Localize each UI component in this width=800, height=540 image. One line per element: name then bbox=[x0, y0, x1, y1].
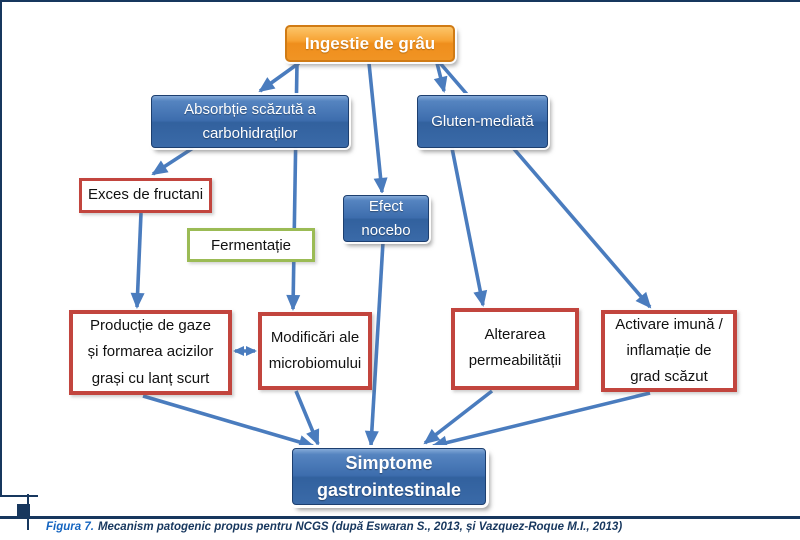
figure-caption-text: Mecanism patogenic propus pentru NCGS (d… bbox=[97, 521, 623, 533]
node-exces-de-fructani: Exces de fructani bbox=[79, 178, 212, 213]
node-productie-de-gaze: Producție de gaze și formarea acizilor g… bbox=[69, 310, 232, 395]
figure-caption-label: Figura 7. bbox=[46, 521, 94, 533]
edge-exces-productie bbox=[130, 212, 145, 309]
figure-caption: Figura 7.Mecanism patogenic propus pentr… bbox=[46, 521, 622, 533]
node-simptome-gastrointestinale: Simptome gastrointestinale bbox=[292, 448, 486, 505]
edge-absorbtie-exces bbox=[151, 146, 194, 176]
node-ingestie-de-grau: Ingestie de grâu bbox=[285, 25, 455, 62]
node-activare-imuna: Activare imună / inflamație de grad scăz… bbox=[601, 310, 737, 392]
border-stub bbox=[0, 495, 38, 497]
edge-productie-simptome bbox=[142, 394, 315, 449]
edge-ingestie-nocebo bbox=[367, 62, 388, 194]
page-border-left bbox=[0, 0, 2, 497]
node-alterarea-permeabilitatii: Alterarea permeabilității bbox=[451, 308, 579, 390]
edge-gluten-alterarea bbox=[450, 147, 488, 307]
edge-alterarea-simptome bbox=[423, 389, 494, 445]
edge-nocebo-simptome bbox=[364, 241, 385, 447]
edge-activare-simptome bbox=[431, 391, 651, 450]
node-fermentatie: Fermentație bbox=[187, 228, 315, 262]
node-absorbtie-scazuta: Absorbție scăzută a carbohidraților bbox=[151, 95, 349, 148]
anchor-square bbox=[17, 504, 30, 517]
edge-ingestie-gluten bbox=[433, 62, 448, 93]
caption-rule bbox=[0, 516, 800, 519]
page-border-top bbox=[0, 0, 800, 2]
node-efect-nocebo: Efect nocebo bbox=[343, 195, 429, 242]
edge-modificari-simptome bbox=[294, 390, 320, 446]
node-gluten-mediata: Gluten-mediată bbox=[417, 95, 548, 148]
node-modificari-microbiom: Modificări ale microbiomului bbox=[258, 312, 372, 390]
edge-ingestie-absorbtie bbox=[258, 61, 301, 93]
